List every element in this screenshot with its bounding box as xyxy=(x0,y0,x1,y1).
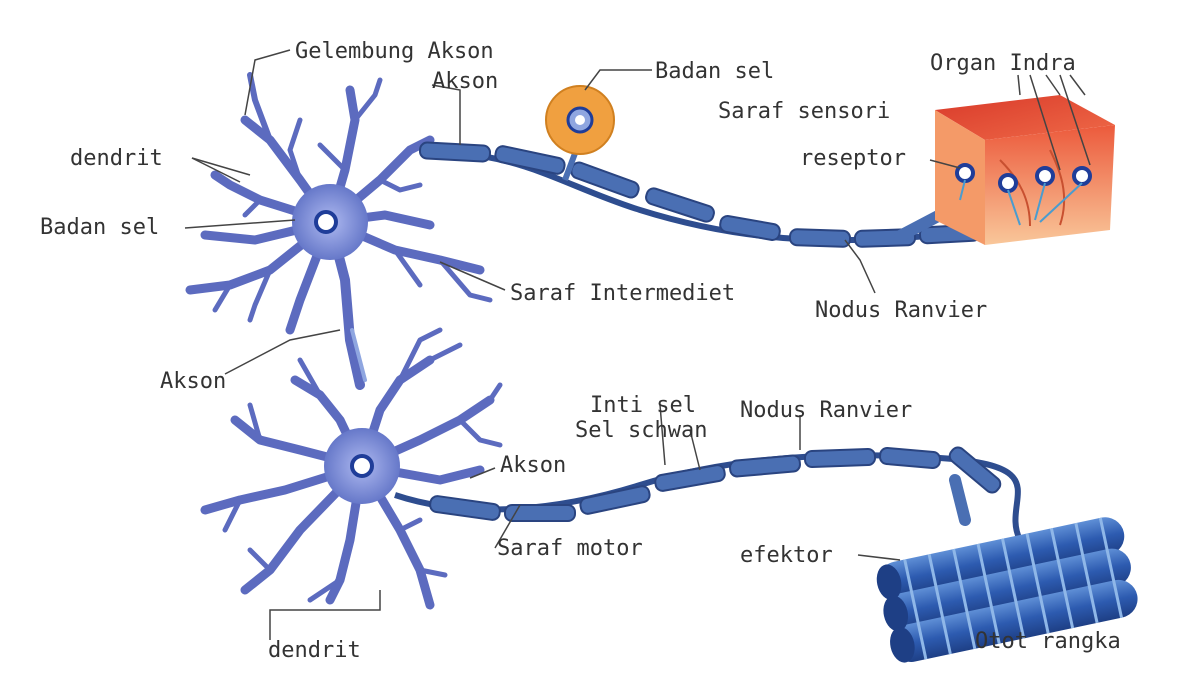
label-otot-rangka: Otot rangka xyxy=(975,629,1121,654)
skeletal-muscle xyxy=(876,517,1138,663)
label-dendrit-bottom: dendrit xyxy=(268,638,361,663)
label-saraf-motor: Saraf motor xyxy=(497,536,643,561)
label-inti-sel: Inti sel xyxy=(590,393,696,418)
label-badan-sel-top: Badan sel xyxy=(655,59,774,84)
label-nodus-ranvier-top: Nodus Ranvier xyxy=(815,298,987,323)
label-sel-schwan: Sel schwan xyxy=(575,418,707,443)
label-efektor: efektor xyxy=(740,543,833,568)
sensory-cell-body xyxy=(545,85,615,182)
receptor-3 xyxy=(1035,166,1055,186)
labels: Gelembung Akson Akson Badan sel Organ In… xyxy=(40,39,1121,663)
receptor-2 xyxy=(998,173,1018,193)
label-akson-top: Akson xyxy=(432,69,498,94)
label-saraf-sensori: Saraf sensori xyxy=(718,99,890,124)
receptor-4 xyxy=(1072,166,1092,186)
leader-lines xyxy=(184,49,1091,640)
label-reseptor: reseptor xyxy=(800,146,906,171)
sense-organ xyxy=(935,95,1115,245)
label-saraf-intermediet: Saraf Intermediet xyxy=(510,281,735,306)
top-nucleus xyxy=(314,210,338,234)
bottom-axon xyxy=(394,446,1023,542)
bottom-nucleus xyxy=(350,454,374,478)
label-nodus-ranvier-bottom: Nodus Ranvier xyxy=(740,398,912,423)
label-akson-bottom: Akson xyxy=(500,453,566,478)
label-badan-sel-left: Badan sel xyxy=(40,215,159,240)
label-dendrit-top: dendrit xyxy=(70,146,163,171)
label-akson-left: Akson xyxy=(160,369,226,394)
label-gelembung-akson: Gelembung Akson xyxy=(295,39,494,64)
label-organ-indra: Organ Indra xyxy=(930,51,1076,76)
